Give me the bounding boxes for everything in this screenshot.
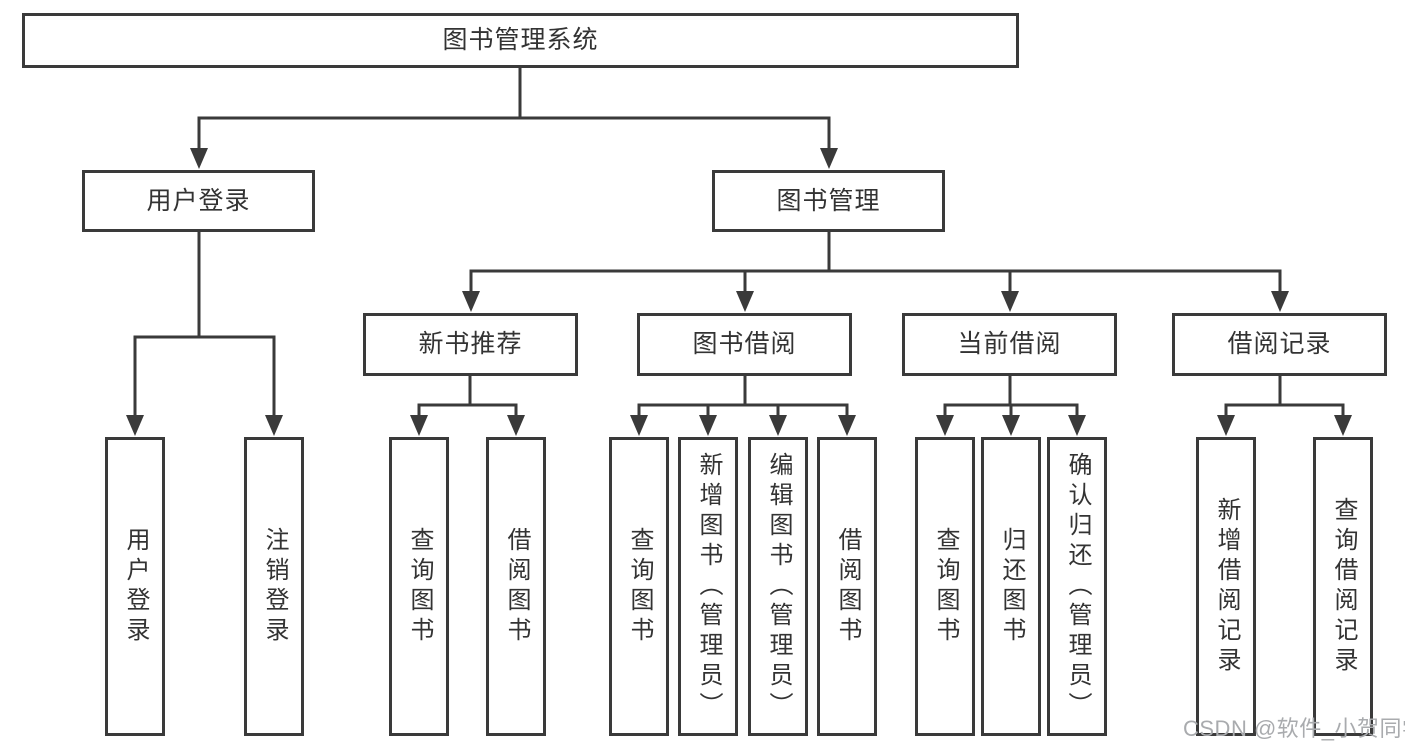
node-query-books-recommend: 查询图书 bbox=[389, 437, 449, 736]
node-add-borrow-record: 新增借阅记录 bbox=[1196, 437, 1256, 736]
watermark-text: CSDN @软件_小贺同学 bbox=[1183, 716, 1405, 741]
node-book-management: 图书管理 bbox=[712, 170, 945, 232]
node-query-books-borrowing: 查询图书 bbox=[609, 437, 669, 736]
node-book-borrowing: 图书借阅 bbox=[637, 313, 852, 376]
node-borrow-books-borrowing: 借阅图书 bbox=[817, 437, 877, 736]
node-edit-book-admin: 编辑图书（管理员） bbox=[748, 437, 808, 736]
node-user-login-leaf: 用户登录 bbox=[105, 437, 165, 736]
node-borrow-books-recommend: 借阅图书 bbox=[486, 437, 546, 736]
node-confirm-return-admin: 确认归还（管理员） bbox=[1047, 437, 1107, 736]
node-return-book: 归还图书 bbox=[981, 437, 1041, 736]
node-current-borrowing: 当前借阅 bbox=[902, 313, 1117, 376]
node-library-system: 图书管理系统 bbox=[22, 13, 1019, 68]
node-query-books-current: 查询图书 bbox=[915, 437, 975, 736]
node-add-book-admin: 新增图书（管理员） bbox=[678, 437, 738, 736]
node-logout: 注销登录 bbox=[244, 437, 304, 736]
node-new-book-recommend: 新书推荐 bbox=[363, 313, 578, 376]
node-user-login-branch: 用户登录 bbox=[82, 170, 315, 232]
node-query-borrow-record: 查询借阅记录 bbox=[1313, 437, 1373, 736]
node-borrowing-records: 借阅记录 bbox=[1172, 313, 1387, 376]
